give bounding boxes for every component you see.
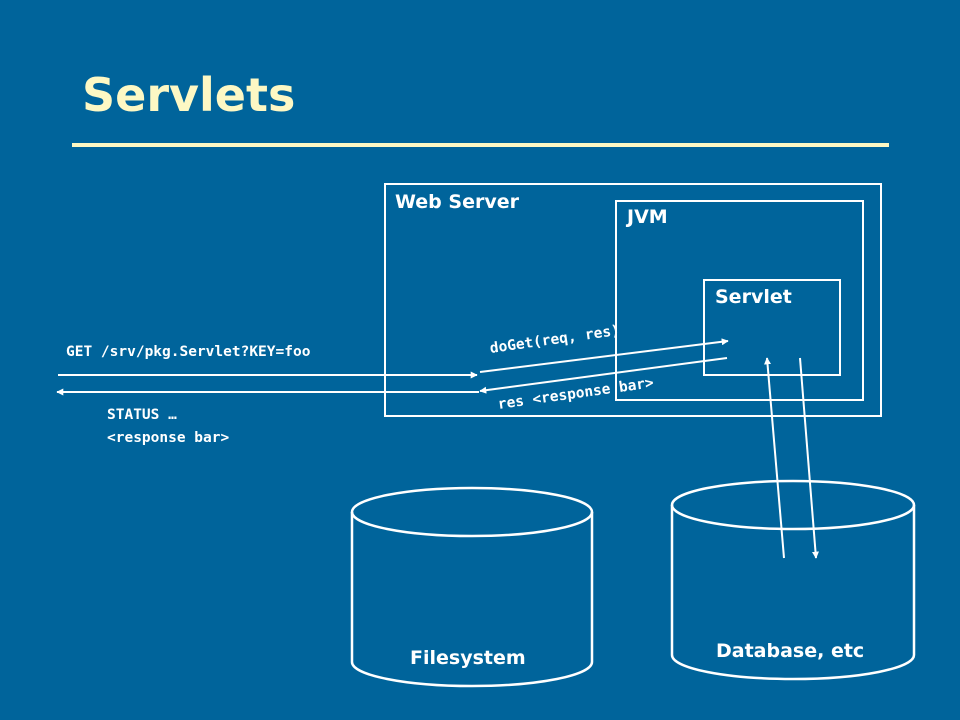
database-cylinder (670, 479, 916, 681)
filesystem-label: Filesystem (410, 647, 526, 669)
res-return-arrow (479, 357, 728, 394)
slide-title: Servlets (82, 68, 296, 122)
database-label: Database, etc (716, 640, 865, 662)
servlet-label: Servlet (715, 286, 792, 308)
http-response-status: STATUS … (107, 407, 177, 423)
servlet-box (703, 279, 841, 376)
jvm-box (615, 200, 864, 401)
doget-arrow (479, 338, 729, 373)
http-response-body: <response bar> (107, 430, 230, 446)
filesystem-cylinder (350, 486, 594, 688)
http-request-text: GET /srv/pkg.Servlet?KEY=foo (66, 344, 311, 360)
web-server-label: Web Server (395, 191, 519, 213)
jvm-label: JVM (627, 206, 668, 228)
database-to-servlet-arrow (764, 357, 785, 559)
web-server-box (384, 183, 882, 417)
title-underline (72, 143, 889, 147)
servlet-to-database-arrow (799, 357, 819, 559)
